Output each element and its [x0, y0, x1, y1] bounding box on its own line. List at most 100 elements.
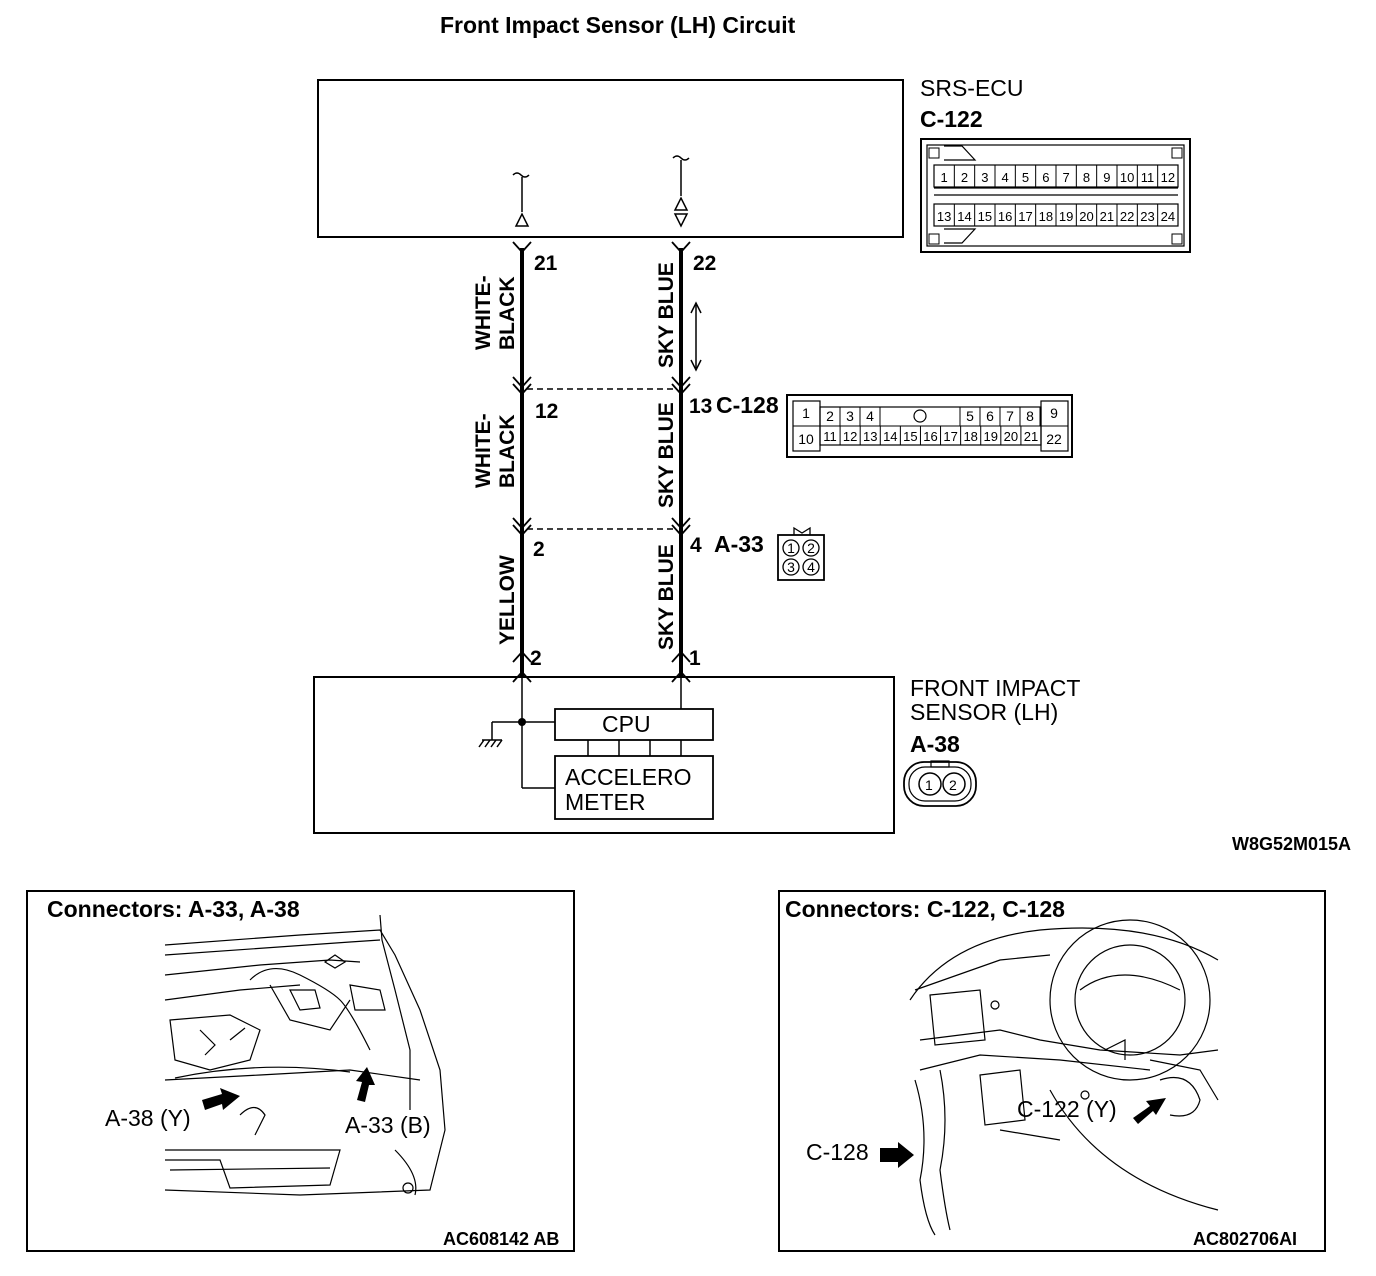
c128-pin-cell: 20 [1004, 429, 1018, 444]
wire-color-right-upper: SKY BLUE [655, 262, 678, 368]
c128-pin-cell: 7 [1006, 408, 1014, 424]
c122-pin-cell: 14 [957, 209, 971, 224]
a33-pin-cell: 1 [787, 540, 795, 556]
c122-pin-cell: 7 [1063, 170, 1070, 185]
c128-pin-cell: 21 [1024, 429, 1038, 444]
a33-pin-cell: 3 [787, 559, 795, 575]
engine-bay-sketch [164, 914, 446, 1196]
c122-pin-cell: 6 [1042, 170, 1049, 185]
wire-color-left-mid-2: BLACK [496, 415, 519, 489]
a33-pin-circle [802, 539, 820, 557]
panel-right-title: Connectors: C-122, C-128 [785, 896, 1065, 922]
c128-pin-cell: 1 [802, 405, 810, 421]
a38-connector-face: 1 2 [903, 760, 977, 807]
panel-right: Connectors: C-122, C-128 C-122 (Y) C-128 [778, 890, 1326, 1252]
accelerometer-label-1: ACCELERO [565, 764, 692, 790]
c128-pin-cell: 18 [963, 429, 977, 444]
c122-pin-cell: 18 [1039, 209, 1053, 224]
c122-pin-cell: 8 [1083, 170, 1090, 185]
c122-pin-cell: 2 [961, 170, 968, 185]
callout-a33: A-33 (B) [345, 1112, 431, 1138]
wire-color-right-mid: SKY BLUE [655, 402, 678, 508]
c122-pin-cell: 23 [1140, 209, 1154, 224]
srs-ecu-box [317, 79, 904, 238]
c128-pin-cell: 4 [866, 408, 874, 424]
wire-color-right-lower: SKY BLUE [655, 544, 678, 650]
diagram-code: W8G52M015A [1232, 834, 1351, 854]
dashboard-sketch [909, 919, 1219, 1236]
sensor-box [313, 676, 895, 834]
c122-pin-cell: 16 [998, 209, 1012, 224]
c128-pin-cell: 14 [883, 429, 897, 444]
panel-left: Connectors: A-33, A-38 A-3 [26, 890, 575, 1252]
c128-pin-cell: 16 [923, 429, 937, 444]
callout-c122: C-122 (Y) [1017, 1096, 1117, 1122]
c122-pin-cell: 15 [978, 209, 992, 224]
srs-ecu-label: SRS-ECU [920, 75, 1024, 101]
c122-label: C-122 [920, 106, 983, 132]
arrow-a38-icon [202, 1088, 240, 1110]
arrow-c122-icon [1133, 1098, 1166, 1124]
c128-pin-cell: 5 [966, 408, 974, 424]
a38-label: A-38 [910, 731, 960, 757]
c128-pin-cell: 12 [843, 429, 857, 444]
accelerometer-label-2: METER [565, 789, 646, 815]
c122-pin-cell: 17 [1018, 209, 1032, 224]
wire-color-left-mid-1: WHITE- [472, 413, 495, 488]
a33-pin-circle [782, 558, 800, 576]
c128-label: C-128 [716, 392, 779, 418]
c122-pin-cell: 21 [1100, 209, 1114, 224]
pin-c128-left: 12 [535, 400, 558, 423]
c122-pin-cell: 22 [1120, 209, 1134, 224]
c128-pin-cell: 3 [846, 408, 854, 424]
pin-sensor-right: 1 [689, 647, 701, 670]
c122-pin-cell: 24 [1161, 209, 1175, 224]
callout-c128: C-128 [806, 1139, 869, 1165]
a33-label: A-33 [714, 531, 764, 557]
c128-pin-cell: 19 [984, 429, 998, 444]
c122-pin-cell: 4 [1002, 170, 1009, 185]
c122-pin-cell: 9 [1103, 170, 1110, 185]
sensor-name-line1: FRONT IMPACT [910, 675, 1080, 701]
double-arrow-icon [690, 301, 702, 372]
page-title: Front Impact Sensor (LH) Circuit [440, 12, 796, 38]
panel-left-title: Connectors: A-33, A-38 [47, 896, 300, 922]
c128-pin-cell: 10 [798, 431, 814, 447]
c122-pin-cell: 20 [1079, 209, 1093, 224]
c122-pin-cell: 1 [941, 170, 948, 185]
wire-color-left-lower: YELLOW [496, 555, 519, 645]
c122-pin-cell: 12 [1161, 170, 1175, 185]
callout-a38: A-38 (Y) [105, 1105, 191, 1131]
panel-right-code: AC802706AI [1193, 1229, 1297, 1249]
pin-a33-left: 2 [533, 538, 545, 561]
a38-pin-2: 2 [949, 777, 957, 793]
arrow-a33-icon [356, 1067, 375, 1102]
c122-pin-cell: 3 [981, 170, 988, 185]
c128-pin-cell: 15 [903, 429, 917, 444]
pin-sensor-left: 2 [530, 647, 542, 670]
pin-ecu-right: 22 [693, 252, 716, 275]
pin-a33-right: 4 [690, 534, 702, 557]
c128-pin-cell: 8 [1026, 408, 1034, 424]
a38-pin-1: 1 [925, 777, 933, 793]
c128-pin-cell: 17 [943, 429, 957, 444]
c122-pin-cell: 5 [1022, 170, 1029, 185]
a33-pin-cell: 4 [807, 559, 815, 575]
c128-pin-cell: 22 [1046, 431, 1062, 447]
c122-pin-cell: 13 [937, 209, 951, 224]
arrow-c128-icon [880, 1142, 914, 1168]
wire-color-left-upper-2: BLACK [496, 277, 519, 351]
c128-pin-cell: 6 [986, 408, 994, 424]
ground-icon [478, 722, 503, 748]
wire-color-left-upper-1: WHITE- [472, 275, 495, 350]
c128-pin-cell: 13 [863, 429, 877, 444]
sensor-name-line2: SENSOR (LH) [910, 699, 1058, 725]
cpu-label: CPU [602, 711, 651, 737]
c128-pin-cell: 9 [1050, 405, 1058, 421]
c128-pin-cell: 11 [823, 429, 837, 444]
a33-pin-circle [782, 539, 800, 557]
